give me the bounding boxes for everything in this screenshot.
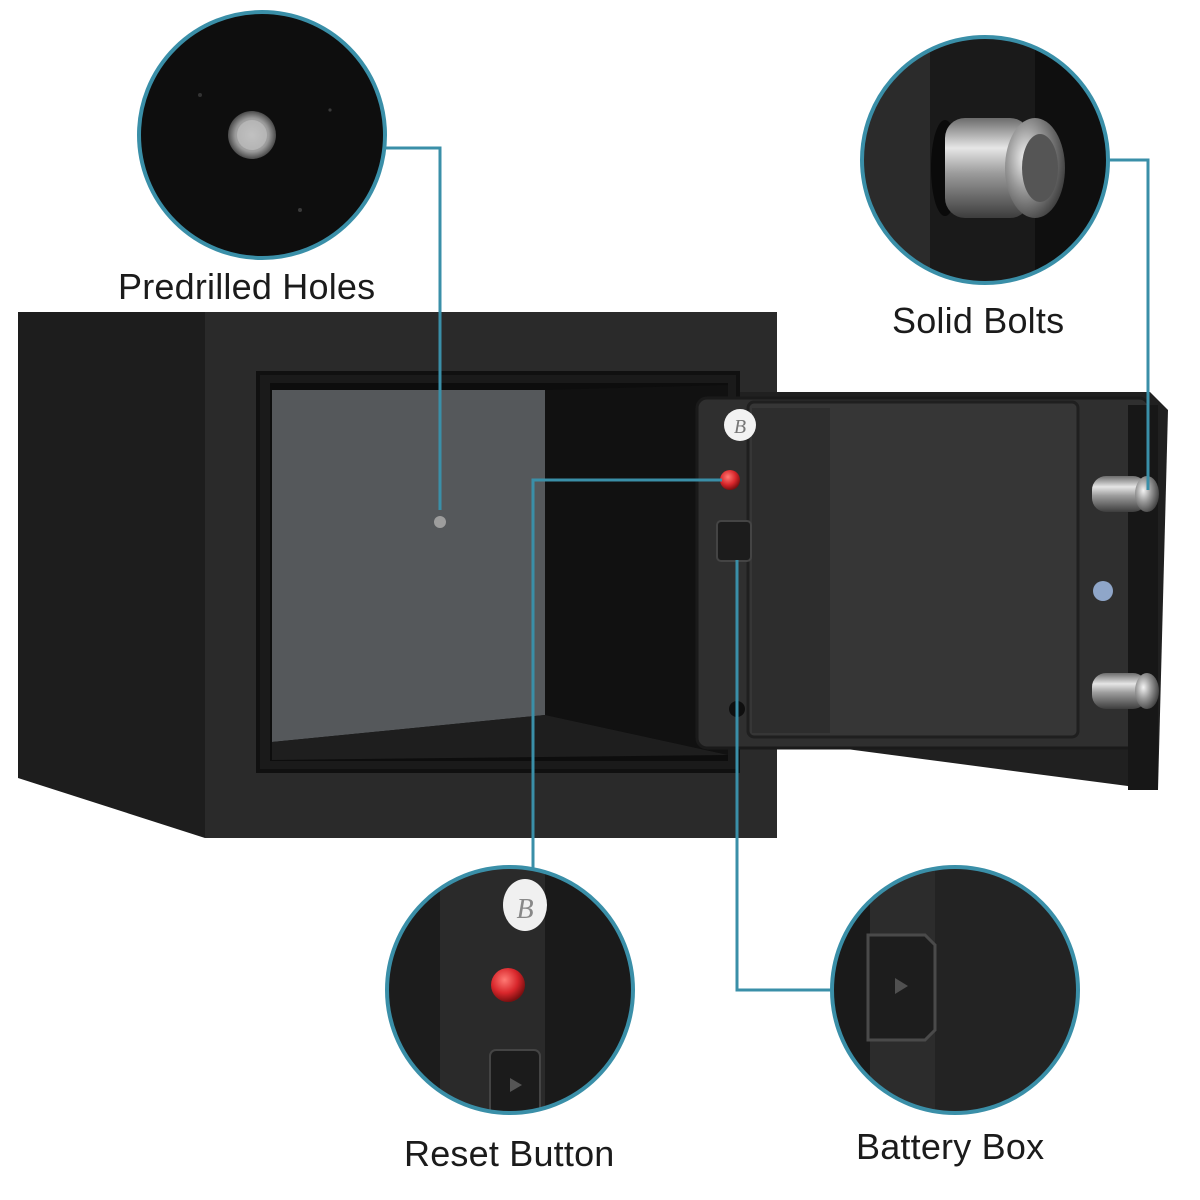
label-solid-bolts: Solid Bolts xyxy=(892,300,1065,341)
door-edge xyxy=(1128,405,1158,790)
door-sensor xyxy=(1093,581,1113,601)
label-battery-box: Battery Box xyxy=(856,1126,1045,1167)
label-predrilled-holes: Predrilled Holes xyxy=(118,266,376,307)
predrilled-hole xyxy=(434,516,446,528)
safe-left-side xyxy=(18,312,205,838)
lock-housing-cover xyxy=(746,400,1080,739)
battery-box-latch xyxy=(716,520,752,562)
zoom-circle-reset-button: B xyxy=(385,865,635,1115)
line-solid-bolts xyxy=(1108,158,1150,490)
cover-strip xyxy=(752,408,830,733)
interior-side-wall xyxy=(545,385,728,755)
zoom-circle-predrilled-holes xyxy=(137,10,387,260)
line-battery-box xyxy=(735,560,830,992)
zoom-circle-solid-bolts xyxy=(860,35,1110,285)
callout-lines xyxy=(385,146,1150,992)
zoom-circle-battery-box xyxy=(830,865,1080,1115)
reset-button xyxy=(720,470,740,490)
b-sticker-letter: B xyxy=(734,416,746,438)
felt-back-panel xyxy=(272,390,545,742)
bolt-lower xyxy=(1092,673,1159,709)
line-reset-button xyxy=(531,478,722,868)
zoom-b-sticker-letter: B xyxy=(516,894,533,925)
label-reset-button: Reset Button xyxy=(404,1133,615,1174)
safe-door: B xyxy=(695,392,1168,790)
bolt-upper xyxy=(1092,476,1159,512)
interior-floor xyxy=(272,715,728,760)
line-predrilled-holes xyxy=(385,146,442,510)
safe-body xyxy=(18,312,777,838)
b-sticker xyxy=(724,409,756,441)
